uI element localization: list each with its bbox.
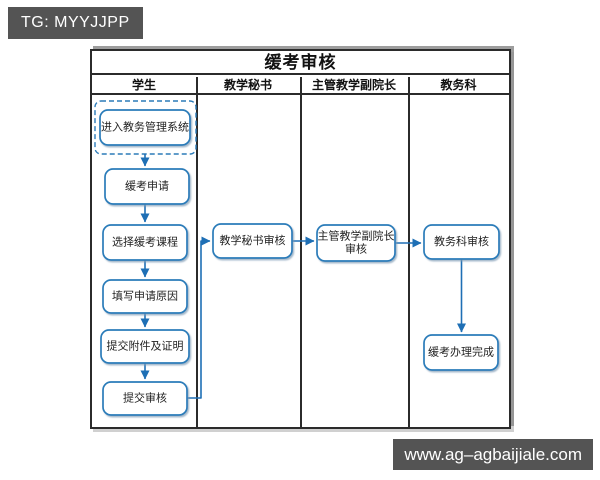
lane-header-academic: 教务科 [440, 78, 477, 92]
watermark-badge-bottom: www.ag–agbaijiale.com [393, 439, 593, 470]
flow-node-label: 提交附件及证明 [107, 339, 184, 353]
flow-node-select_course: 选择缓考课程 [102, 224, 188, 261]
flow-node-vice_dean_review: 主管教学副院长审核 [316, 224, 396, 262]
flow-node-apply: 缓考申请 [104, 168, 190, 205]
flow-node-label: 提交审核 [123, 391, 167, 405]
flow-node-label: 主管教学副院长审核 [318, 229, 395, 256]
flowchart-table: 缓考审核 学生 教学秘书 主管教学副院长 教务科 进入教务管理系统缓考申请选择缓… [90, 49, 511, 429]
flow-node-label: 缓考办理完成 [428, 345, 494, 359]
flow-node-label: 教学秘书审核 [220, 233, 286, 247]
lane-divider-1 [196, 77, 198, 427]
lane-divider-2 [300, 77, 302, 427]
flow-node-submit_attachments: 提交附件及证明 [100, 329, 190, 364]
flow-node-secretary_review: 教学秘书审核 [212, 223, 293, 259]
diagram-title: 缓考审核 [92, 51, 509, 75]
flow-node-complete: 缓考办理完成 [423, 334, 499, 371]
watermark-bottom-text: www.ag–agbaijiale.com [404, 445, 582, 464]
lane-header-secretary: 教学秘书 [223, 78, 272, 92]
watermark-top-text: TG: MYYJJPP [21, 14, 130, 31]
lane-divider-3 [408, 77, 410, 427]
flow-node-label: 教务科审核 [434, 234, 489, 248]
flow-edge-submit_review-to-secretary_review [187, 236, 211, 399]
flow-node-submit_review: 提交审核 [102, 381, 188, 416]
watermark-badge-top: TG: MYYJJPP [8, 7, 143, 39]
flow-node-label: 进入教务管理系统 [101, 120, 189, 134]
lane-header-vice-dean: 主管教学副院长 [311, 78, 396, 92]
flow-node-fill_reason: 填写申请原因 [102, 279, 188, 314]
flow-node-label: 填写申请原因 [112, 289, 178, 303]
flow-node-academic_review: 教务科审核 [423, 224, 500, 260]
flow-node-label: 选择缓考课程 [112, 235, 178, 249]
flow-node-enter_system: 进入教务管理系统 [99, 109, 191, 146]
lane-header-student: 学生 [131, 78, 156, 92]
flow-node-label: 缓考申请 [125, 180, 169, 193]
